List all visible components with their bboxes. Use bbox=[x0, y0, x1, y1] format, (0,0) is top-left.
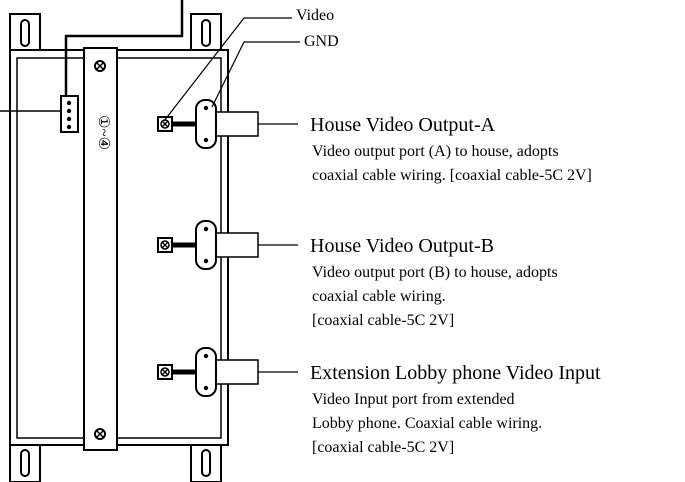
video-callout-label: Video bbox=[296, 7, 335, 24]
signal-wire bbox=[172, 242, 198, 248]
bnc-connector-lobby-input bbox=[157, 347, 259, 397]
lobby-input-desc-line-1: Video Input port from extended bbox=[312, 391, 515, 408]
terminal-strip bbox=[83, 47, 118, 451]
gnd-callout-label: GND bbox=[304, 33, 339, 50]
mount-slot bbox=[201, 449, 211, 477]
signal-wire bbox=[172, 121, 198, 127]
clamp-screw-icon bbox=[203, 385, 209, 391]
coaxial-cable bbox=[215, 359, 259, 385]
bnc-connector-output-b bbox=[157, 220, 259, 270]
clamp-screw-icon bbox=[203, 258, 209, 264]
output-a-title: House Video Output-A bbox=[310, 114, 496, 136]
mount-slot bbox=[20, 19, 30, 47]
screw-icon bbox=[94, 428, 106, 440]
signal-wire bbox=[172, 369, 198, 375]
four-pin-connector bbox=[60, 95, 79, 133]
coaxial-cable bbox=[215, 111, 259, 137]
screw-icon bbox=[160, 240, 170, 250]
clamp-screw-icon bbox=[203, 226, 209, 232]
lobby-input-desc-line-3: [coaxial cable-5C 2V] bbox=[312, 439, 455, 456]
bnc-connector-output-a bbox=[157, 99, 259, 149]
connector-pins bbox=[66, 100, 72, 130]
video-callout-line bbox=[163, 17, 292, 122]
lobby-input-desc-line-2: Lobby phone. Coaxial cable wiring. bbox=[312, 415, 543, 432]
lobby-input-title: Extension Lobby phone Video Input bbox=[310, 362, 601, 384]
screw-icon bbox=[160, 367, 170, 377]
output-a-desc-line-2: coaxial cable wiring. [coaxial cable-5C … bbox=[312, 167, 592, 184]
output-a-desc-line-1: Video output port (A) to house, adopts bbox=[312, 143, 559, 160]
clamp-screw-icon bbox=[203, 353, 209, 359]
output-b-desc-line-2: coaxial cable wiring. bbox=[312, 288, 446, 305]
mount-slot bbox=[201, 19, 211, 47]
output-b-title: House Video Output-B bbox=[310, 235, 494, 257]
output-b-desc-line-3: [coaxial cable-5C 2V] bbox=[312, 312, 455, 329]
clamp-screw-icon bbox=[203, 137, 209, 143]
coaxial-cable bbox=[215, 232, 259, 258]
mount-slot bbox=[20, 449, 30, 477]
gnd-callout-line bbox=[211, 41, 300, 108]
connector-pin-label: ①~④ bbox=[95, 115, 111, 151]
input-cable bbox=[64, 0, 184, 96]
output-b-desc-line-1: Video output port (B) to house, adopts bbox=[312, 264, 558, 281]
clamp-screw-icon bbox=[203, 105, 209, 111]
screw-icon bbox=[94, 60, 106, 72]
